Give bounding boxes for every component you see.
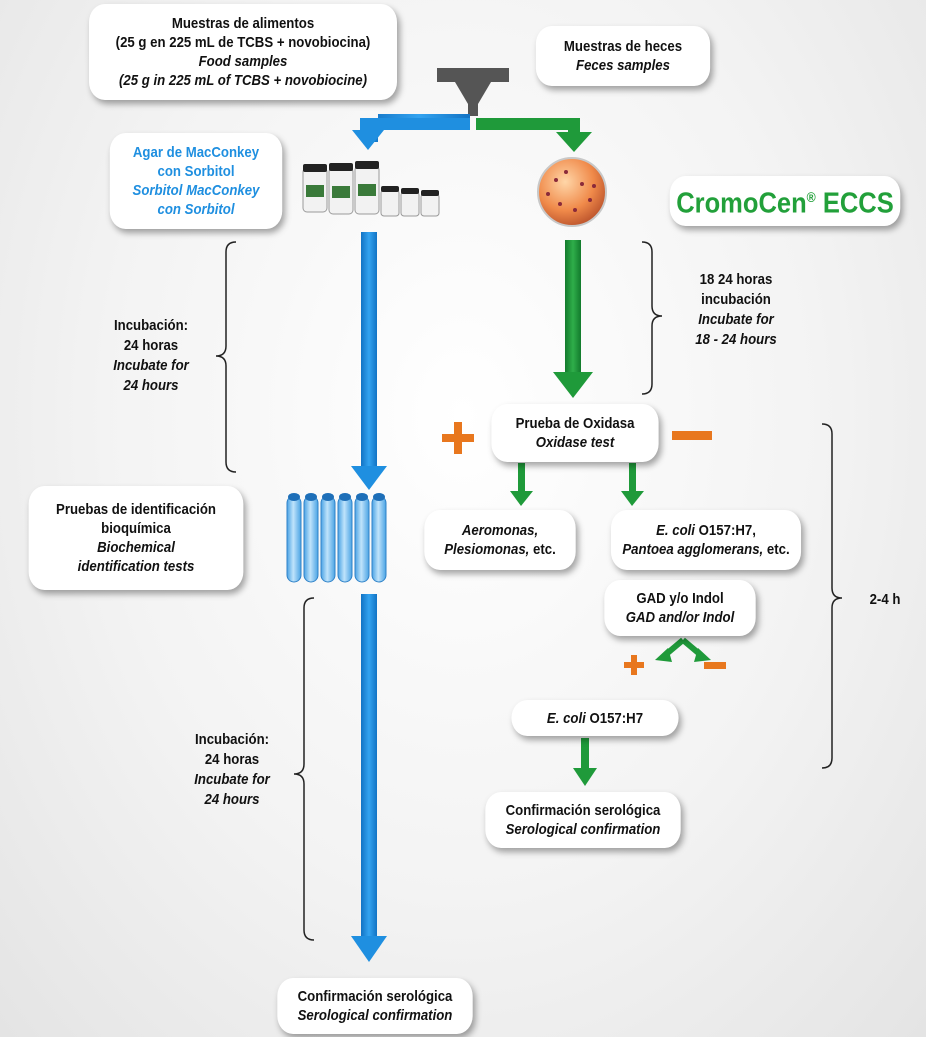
incubation-green-label: 18 24 horas incubación Incubate for 18 -… [674, 270, 797, 350]
incubation-blue-1-label: Incubación: 24 horas Incubate for 24 hou… [94, 316, 208, 396]
petri-dish-icon [537, 157, 607, 227]
cromocen-product-box: CromoCen® ECCS [669, 176, 901, 226]
incubation-blue-2-line4: 24 hours [204, 791, 260, 808]
aeromonas-line2-italic: Plesiomonas, [444, 541, 530, 558]
biochem-line2: bioquímica [101, 520, 171, 537]
incubation-green-line2: incubación [701, 291, 771, 308]
serological-confirmation-bottom-box: Confirmación serológica Serological conf… [277, 978, 473, 1034]
gad-minus-icon [704, 662, 726, 669]
incubation-blue-2-line3: Incubate for [194, 771, 270, 788]
aeromonas-line1: Aeromonas, [461, 522, 539, 539]
gad-line1: GAD y/o Indol [636, 590, 724, 607]
food-samples-box: Muestras de alimentos (25 g en 225 mL de… [89, 4, 397, 100]
macconkey-line4: con Sorbitol [157, 201, 235, 218]
incubation-green-line1: 18 24 horas [699, 271, 773, 288]
incubation-blue-1-line4: 24 hours [123, 377, 179, 394]
ecoli-result-line1-rest: O157:H7, [694, 522, 756, 539]
gad-plus-icon [624, 655, 644, 675]
oxidase-test-box: Prueba de Oxidasa Oxidase test [491, 404, 659, 462]
time-range-value: 2-4 h [869, 591, 901, 608]
blue-arrow-to-serology [351, 594, 387, 962]
oxidase-line1: Prueba de Oxidasa [515, 415, 635, 432]
product-name: CromoCen [676, 187, 807, 220]
ecoli-final-text: E. coli O157:H7 [547, 709, 643, 728]
ecoli-result-line2-italic: Pantoea agglomerans, [622, 541, 764, 558]
gad-split-arrows [655, 637, 711, 662]
ecoli-result-line2: Pantoea agglomerans, etc. [622, 540, 789, 559]
gad-indol-box: GAD y/o Indol GAD and/or Indol [604, 580, 756, 636]
serological-right-line1: Confirmación serológica [505, 802, 661, 819]
biochem-line1: Pruebas de identificación [56, 501, 216, 518]
food-samples-line3: Food samples [198, 53, 288, 70]
serological-confirmation-right-box: Confirmación serológica Serological conf… [485, 792, 681, 848]
biochem-line3: Biochemical [97, 539, 175, 556]
macconkey-box: Agar de MacConkey con Sorbitol Sorbitol … [109, 133, 283, 229]
brace-incubation-blue-2 [293, 597, 315, 941]
feces-samples-box: Muestras de heces Feces samples [535, 26, 711, 86]
ecoli-final-rest: O157:H7 [585, 709, 644, 727]
feces-samples-line1: Muestras de heces [563, 38, 683, 55]
ecoli-result-line1-italic: E. coli [656, 522, 695, 539]
biochem-line4: identification tests [77, 558, 195, 575]
green-arrow-positive [510, 463, 533, 506]
blue-arrow-to-tubes [351, 232, 387, 490]
funnel-icon [437, 68, 509, 116]
time-range-label: 2-4 h [856, 590, 914, 610]
incubation-green-line3: Incubate for [698, 311, 774, 328]
green-branch-arrow [476, 118, 592, 152]
brace-incubation-blue-1 [215, 241, 237, 473]
green-arrow-to-oxidase [553, 240, 593, 398]
incubation-blue-1-line2: 24 horas [123, 337, 179, 354]
green-arrow-to-serology [573, 738, 597, 786]
gad-line2: GAD and/or Indol [625, 609, 735, 626]
product-title: CromoCen® ECCS [676, 188, 894, 218]
macconkey-line1: Agar de MacConkey [132, 144, 260, 161]
product-suffix: ECCS [815, 187, 894, 220]
product-reg-mark: ® [806, 189, 816, 206]
brace-incubation-green [641, 241, 663, 395]
oxidase-minus-icon [672, 431, 712, 440]
ecoli-pantoea-box: E. coli O157:H7, Pantoea agglomerans, et… [610, 510, 802, 570]
culture-media-bottles-icon [302, 161, 440, 217]
macconkey-line3: Sorbitol MacConkey [132, 182, 260, 199]
food-samples-line1: Muestras de alimentos [171, 15, 315, 32]
aeromonas-line2-rest: etc. [529, 541, 556, 558]
ecoli-o157-box: E. coli O157:H7 [511, 700, 679, 736]
oxidase-plus-icon [442, 422, 474, 454]
brace-time-range [821, 423, 843, 769]
biochemical-tests-box: Pruebas de identificación bioquímica Bio… [28, 486, 244, 590]
incubation-blue-1-line3: Incubate for [113, 357, 189, 374]
ecoli-final-italic: E. coli [546, 709, 586, 727]
green-arrow-negative [621, 463, 644, 506]
food-samples-line4: (25 g in 225 mL of TCBS + novobiocine) [118, 72, 368, 89]
serological-right-line2: Serological confirmation [505, 821, 661, 838]
ecoli-result-line1: E. coli O157:H7, [656, 521, 756, 540]
aeromonas-line2: Plesiomonas, etc. [444, 540, 556, 559]
test-tubes-icon [286, 493, 387, 583]
serological-bottom-line2: Serological confirmation [297, 1007, 453, 1024]
serological-bottom-line1: Confirmación serológica [297, 988, 453, 1005]
blue-branch-arrow [352, 114, 470, 150]
incubation-blue-1-line1: Incubación: [113, 317, 189, 334]
food-samples-line2: (25 g en 225 mL de TCBS + novobiocina) [115, 34, 371, 51]
aeromonas-box: Aeromonas, Plesiomonas, etc. [424, 510, 576, 570]
incubation-blue-2-line2: 24 horas [204, 751, 260, 768]
macconkey-line2: con Sorbitol [157, 163, 235, 180]
feces-samples-line2: Feces samples [576, 57, 670, 74]
ecoli-result-line2-rest: etc. [763, 541, 790, 558]
incubation-green-line4: 18 - 24 hours [695, 331, 777, 348]
incubation-blue-2-label: Incubación: 24 horas Incubate for 24 hou… [179, 730, 285, 810]
oxidase-line2: Oxidase test [535, 434, 615, 451]
incubation-blue-2-line1: Incubación: [194, 731, 270, 748]
